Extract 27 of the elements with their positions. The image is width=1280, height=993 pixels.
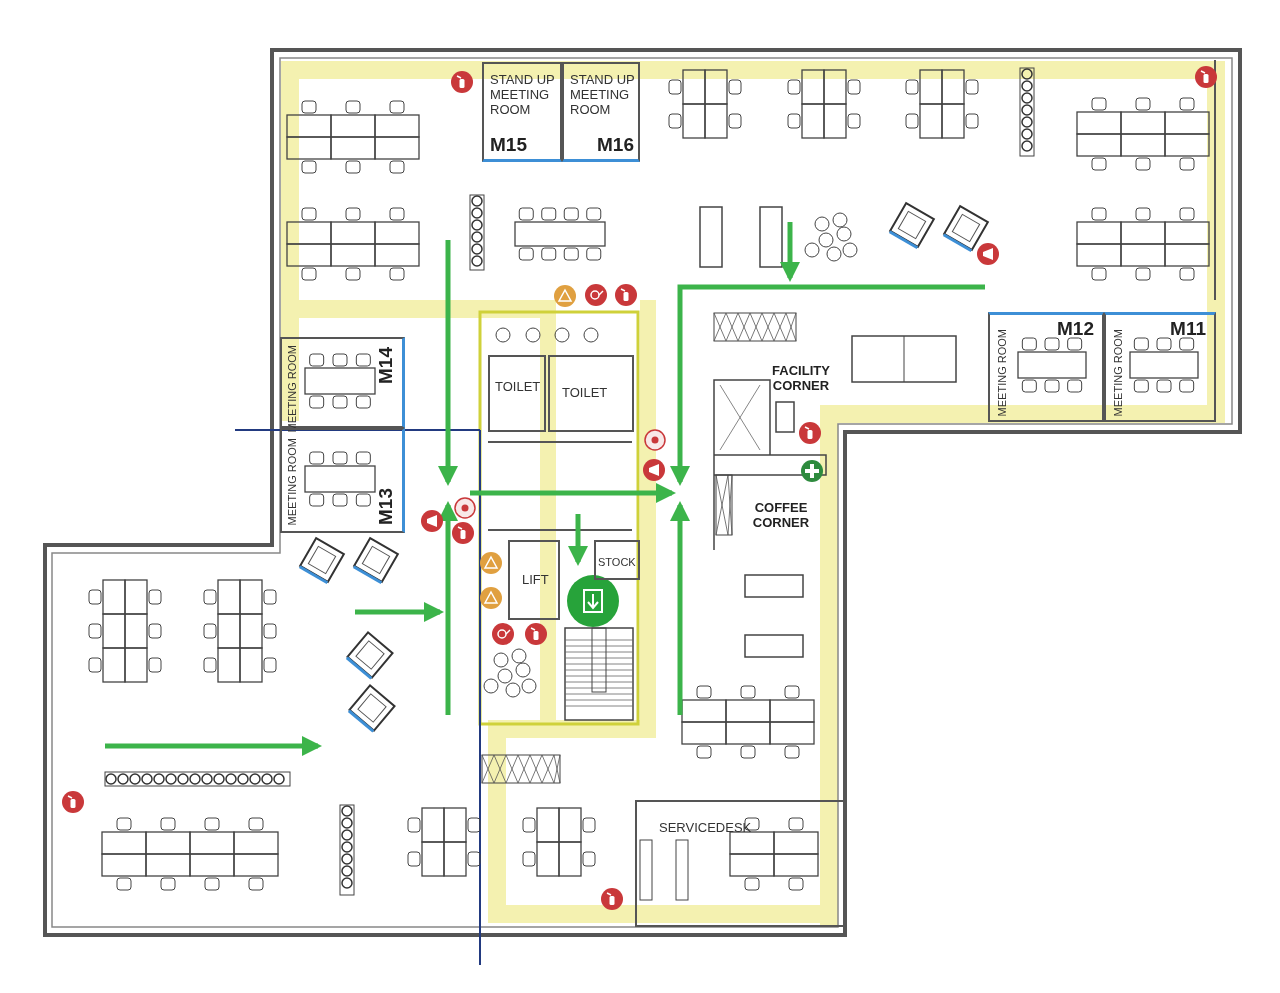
room-outline (635, 800, 845, 927)
room-name: STAND UP MEETING ROOM (490, 72, 556, 117)
room-outline (988, 312, 1104, 422)
room-number: M12 (1057, 319, 1094, 339)
room-outline (508, 540, 560, 620)
room-number: M13 (376, 488, 396, 525)
room-name: TOILET (562, 385, 608, 400)
room-name: LIFT (522, 572, 549, 587)
room-number: M16 (597, 135, 634, 155)
room-outline (548, 355, 634, 432)
room-name: STOCK (598, 555, 636, 570)
room-number: M14 (376, 347, 396, 384)
room-outline (1104, 312, 1216, 422)
room-name: SERVICEDESK (659, 820, 752, 835)
room-name: MEETING ROOM (286, 437, 298, 525)
room-outline (562, 62, 640, 162)
room-outline (482, 62, 562, 162)
area-label: FACILITY CORNER (771, 363, 831, 393)
room-name: MEETING ROOM (1112, 328, 1124, 416)
room-number: M15 (490, 135, 527, 155)
room-number: M11 (1170, 319, 1206, 339)
room-outline (488, 355, 546, 432)
area-label: COFFEE CORNER (751, 500, 811, 530)
room-name: TOILET (495, 379, 541, 394)
room-name: STAND UP MEETING ROOM (570, 72, 636, 117)
room-name: MEETING ROOM (996, 328, 1008, 416)
room-outline (594, 540, 640, 580)
